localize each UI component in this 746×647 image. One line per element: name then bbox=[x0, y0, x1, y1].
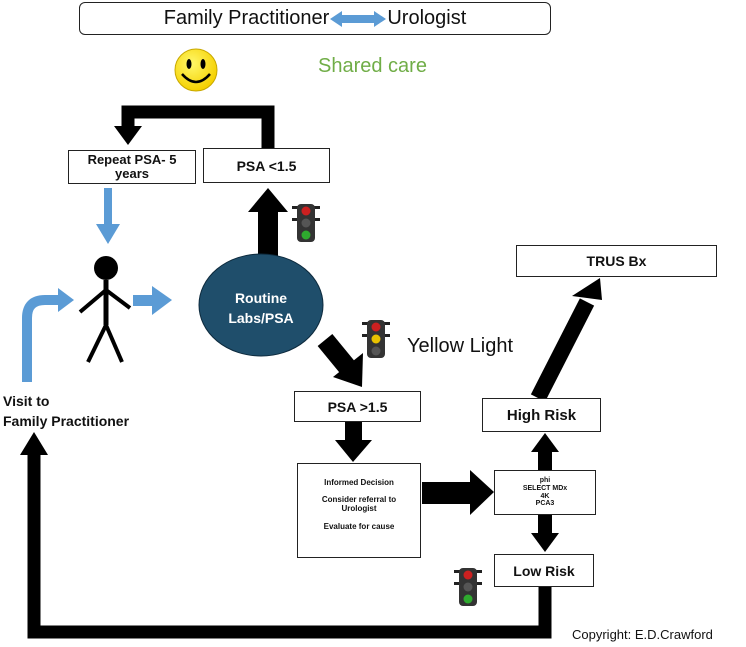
blue-curved-arrow-head bbox=[58, 288, 74, 312]
arrow-down-to-low-risk-shaft bbox=[538, 515, 552, 537]
person-icon bbox=[78, 256, 132, 363]
blue-arrow-right-head bbox=[152, 286, 172, 315]
arrow-to-psa-high-head bbox=[333, 353, 363, 387]
arrow-down-to-informed-head bbox=[335, 440, 372, 462]
trus-bx-label: TRUS Bx bbox=[586, 253, 647, 269]
informed-decision-box: Informed Decision Consider referral to U… bbox=[297, 463, 421, 558]
arrow-to-trus-head bbox=[572, 278, 602, 300]
blue-curved-arrow bbox=[22, 295, 60, 382]
psa-low-box: PSA <1.5 bbox=[203, 148, 330, 183]
header-right-text: Urologist bbox=[387, 7, 467, 29]
arrow-up-to-high-risk-shaft bbox=[538, 448, 552, 470]
arrow-down-to-informed-shaft bbox=[345, 422, 362, 442]
test-select-mdx: SELECT MDx bbox=[522, 484, 568, 492]
blue-arrow-down-shaft bbox=[104, 188, 112, 226]
visit-line1: Visit to bbox=[3, 393, 50, 409]
traffic-light-icon bbox=[362, 320, 390, 358]
arrow-right-to-tests-head bbox=[470, 470, 494, 515]
test-pca3: PCA3 bbox=[535, 500, 555, 508]
routine-labs-line2: Labs/PSA bbox=[228, 310, 293, 326]
informed-line2: Consider referral to bbox=[321, 495, 397, 505]
arrow-to-psa-high-shaft bbox=[317, 333, 356, 375]
psa-high-label: PSA >1.5 bbox=[327, 398, 388, 415]
header-box: Family Practitioner Urologist bbox=[79, 2, 551, 35]
informed-line3: Urologist bbox=[341, 504, 377, 514]
high-risk-label: High Risk bbox=[506, 406, 577, 424]
low-risk-box: Low Risk bbox=[494, 554, 594, 587]
informed-line1: Informed Decision bbox=[324, 478, 394, 487]
visit-line2: Family Practitioner bbox=[3, 413, 130, 429]
psa-high-box: PSA >1.5 bbox=[294, 391, 421, 422]
shared-care-label: Shared care bbox=[318, 55, 427, 77]
loop-arrow-head bbox=[114, 126, 142, 145]
repeat-psa-label: Repeat PSA- 5 years bbox=[87, 151, 177, 181]
arrow-up-to-psa-low-head bbox=[248, 188, 288, 212]
low-risk-label: Low Risk bbox=[513, 562, 575, 579]
arrow-down-to-low-risk-head bbox=[531, 533, 559, 552]
arrow-up-to-psa-low-shaft bbox=[258, 210, 278, 256]
return-path-head bbox=[20, 432, 48, 455]
trus-bx-box: TRUS Bx bbox=[516, 245, 717, 277]
traffic-light-icon bbox=[454, 568, 482, 606]
routine-labs-node bbox=[198, 253, 324, 357]
header-left-text: Family Practitioner bbox=[163, 7, 330, 29]
routine-labs-line1: Routine bbox=[235, 290, 287, 306]
double-arrow-icon bbox=[330, 10, 387, 27]
test-phi: phi bbox=[539, 477, 551, 485]
blue-arrow-down-head bbox=[96, 224, 120, 244]
arrow-right-to-tests-shaft bbox=[422, 482, 472, 504]
traffic-light-icon bbox=[292, 204, 320, 242]
loop-arrow-to-repeat bbox=[121, 105, 275, 148]
test-4k: 4K bbox=[540, 492, 550, 500]
arrow-to-trus-shaft bbox=[530, 298, 595, 402]
yellow-light-label: Yellow Light bbox=[407, 335, 514, 357]
tests-box: phi SELECT MDx 4K PCA3 bbox=[494, 470, 596, 515]
repeat-psa-box: Repeat PSA- 5 years bbox=[68, 150, 196, 184]
high-risk-box: High Risk bbox=[482, 398, 601, 432]
smiley-face-icon bbox=[174, 48, 218, 92]
blue-arrow-right-shaft bbox=[133, 295, 153, 306]
arrow-up-to-high-risk-head bbox=[531, 433, 559, 452]
psa-low-label: PSA <1.5 bbox=[236, 157, 297, 174]
copyright-text: Copyright: E.D.Crawford bbox=[572, 627, 713, 642]
informed-line4: Evaluate for cause bbox=[323, 521, 395, 531]
return-path-to-visit bbox=[27, 452, 552, 639]
